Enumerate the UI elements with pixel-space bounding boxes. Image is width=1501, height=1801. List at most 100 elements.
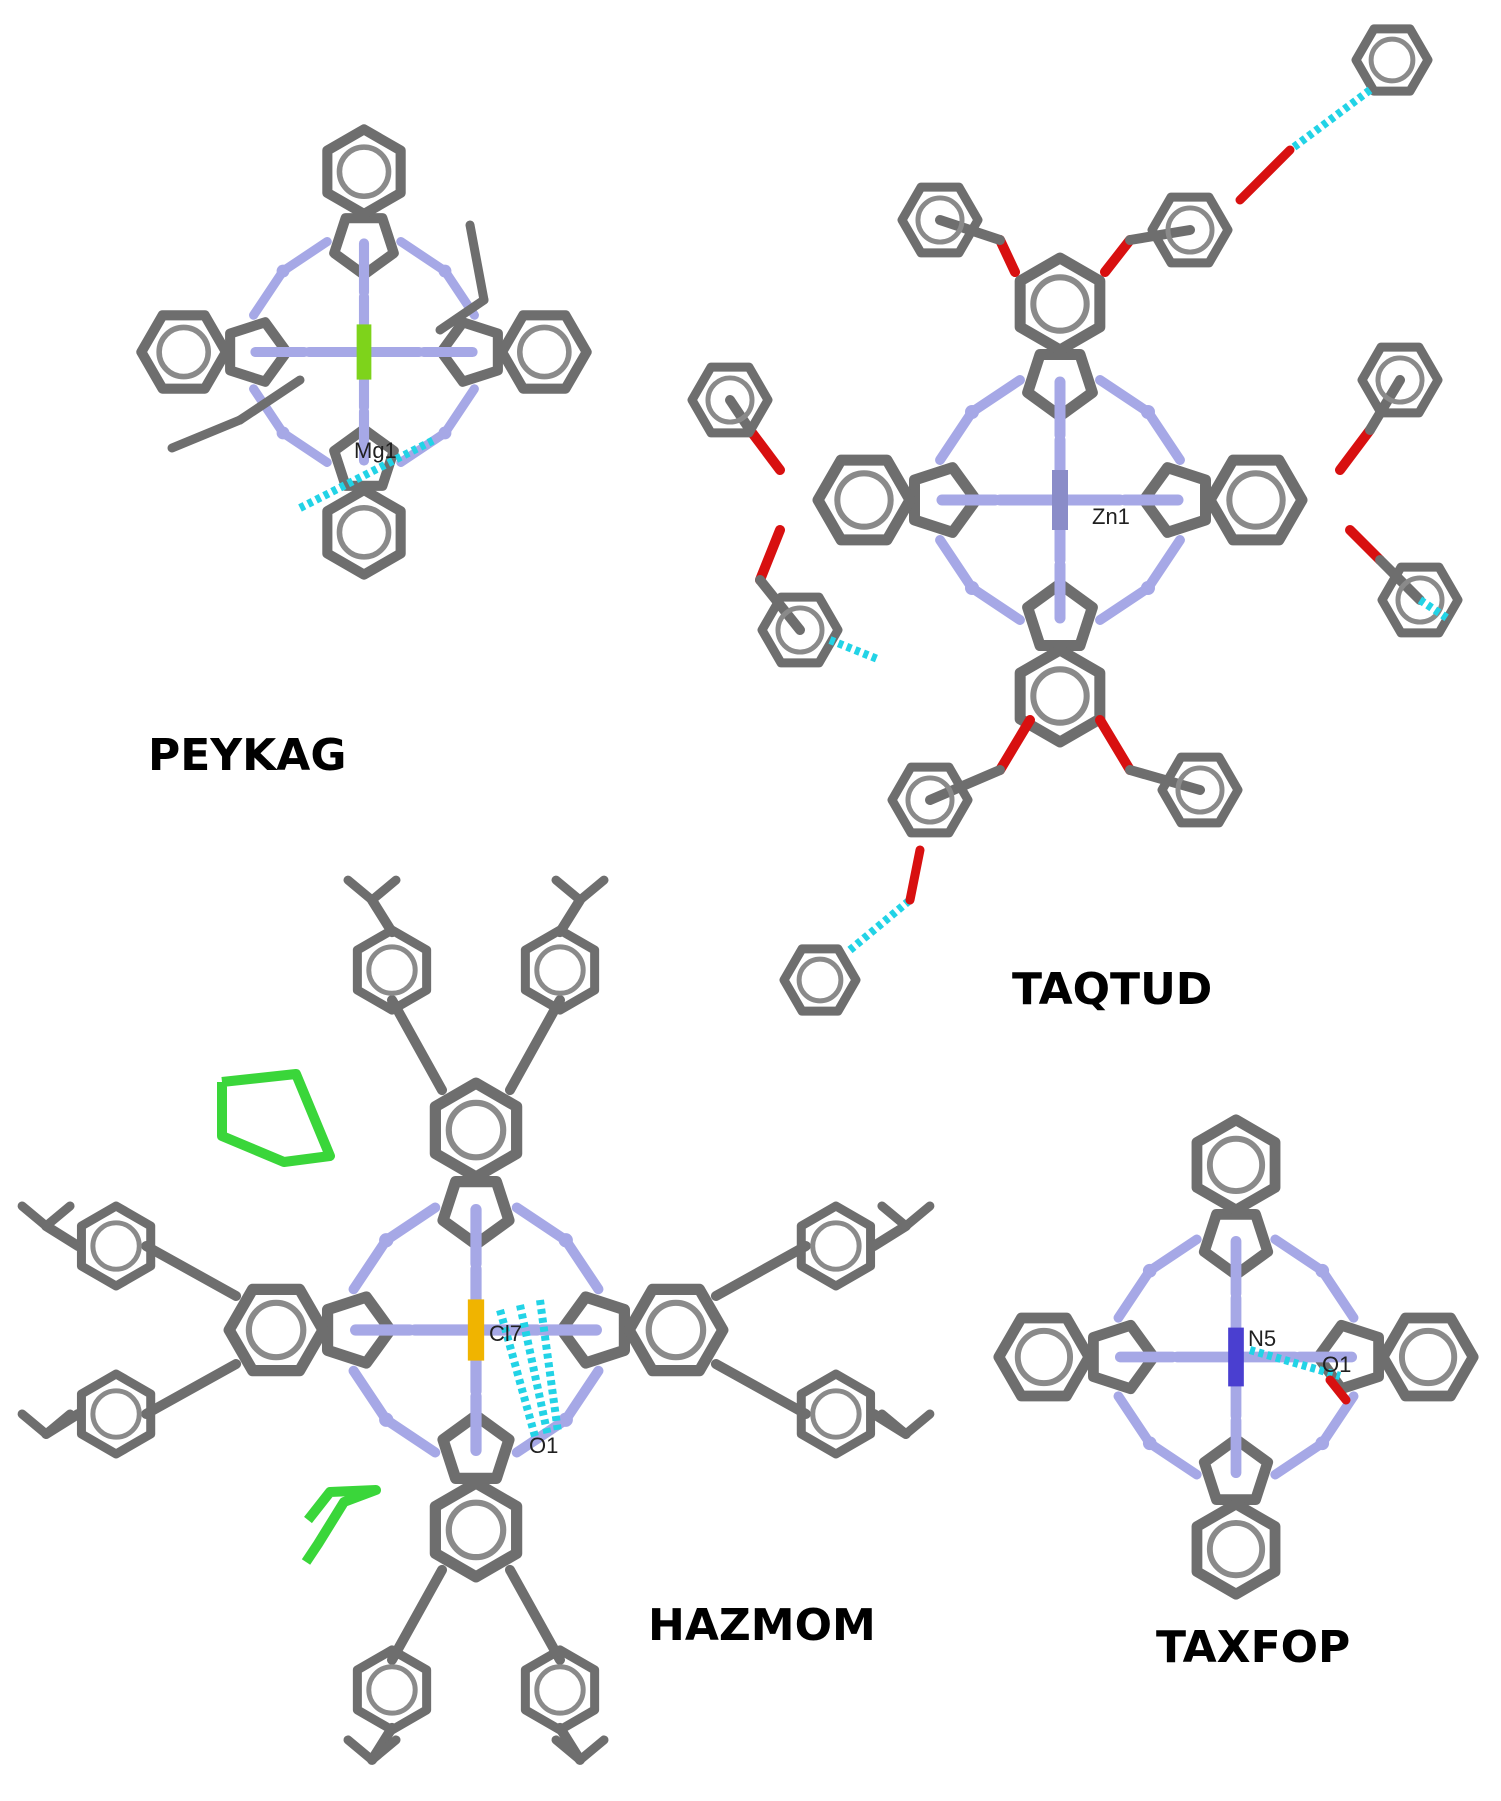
- taqtud-ether-linker-5: [725, 395, 755, 435]
- taqtud-benzo-ring-top-aromatic: [1030, 274, 1090, 334]
- taqtud-pyridine-ring-bottom: [779, 944, 861, 1016]
- taxfop-benzo-ring-bottom: [1191, 1498, 1281, 1600]
- hazmom-meso-bond-b-0: [560, 1235, 604, 1295]
- taqtud-benzo-ring-bottom: [1014, 644, 1106, 748]
- hazmom-benzo-ring-top: [429, 1077, 523, 1183]
- hazmom-tbutyl-branch-b-bottom-1: [343, 1735, 377, 1765]
- taqtud-benzo-ring-right: [1204, 454, 1308, 546]
- taqtud-meso-bond-b-0: [1143, 407, 1185, 465]
- hazmom-tbutyl-branch-a-bottom-0: [575, 1735, 609, 1765]
- peykag-axial-ligand-4: [167, 415, 245, 453]
- taxfop-meso-bond-b-2: [1113, 1391, 1155, 1449]
- hazmom-aryl-ring-right-0-aromatic: [810, 1220, 862, 1272]
- hazmom-aryl-ring-top-0-aromatic: [366, 944, 418, 996]
- peykag-benzo-ring-bottom: [322, 484, 406, 580]
- peykag-axial-ligand-1: [435, 295, 489, 335]
- hazmom-tbutyl-branch-b-right-0: [877, 1201, 911, 1231]
- hazmom-tbutyl-branch-b-right-1: [877, 1409, 911, 1439]
- hazmom-h-bond-1: [496, 1308, 540, 1442]
- hazmom-aryl-ring-right-1-aromatic: [810, 1388, 862, 1440]
- taxfop-oxygen: [1325, 1375, 1351, 1405]
- taqtud-meso-bond-b-2: [935, 535, 977, 593]
- taqtud-phenoxy-ring-5-aromatic: [705, 375, 755, 425]
- taqtud-phenoxy-ring-1: [897, 182, 983, 258]
- hazmom-tbutyl-branch-b-top-1: [551, 875, 585, 905]
- hazmom-aryl-bond-top-0: [387, 995, 447, 1096]
- taqtud-ether-oxygen-2: [1100, 235, 1135, 277]
- taxfop-meso-bond-a-3: [1144, 1234, 1202, 1276]
- hazmom-h-bond-2: [516, 1304, 552, 1437]
- hazmom-aryl-bond-bottom-0: [505, 1564, 565, 1665]
- taqtud-phenoxy-ring-3-aromatic: [1375, 355, 1425, 405]
- taxfop-structure: [993, 1114, 1479, 1600]
- taxfop-benzo-ring-right-aromatic: [1398, 1327, 1458, 1387]
- hazmom-tbutyl-branch-b-left-0: [17, 1409, 51, 1439]
- hazmom-metal-atom: [467, 1299, 485, 1361]
- taqtud-carbonyl-top: [1235, 145, 1295, 205]
- hazmom-atom-label-2: O1: [529, 1433, 558, 1458]
- hazmom-benzo-ring-top-aromatic: [445, 1099, 507, 1161]
- hazmom-aryl-ring-top-1: [520, 925, 600, 1015]
- taqtud-ether-oxygen-4: [1345, 525, 1385, 565]
- hazmom-tbutyl-branch-a-bottom-1: [367, 1735, 401, 1765]
- taqtud-benzo-ring-top: [1014, 252, 1106, 356]
- taqtud-phenoxy-ring-3: [1357, 342, 1443, 418]
- hazmom-tbutyl-branch-a-left-1: [41, 1201, 75, 1231]
- peykag-benzo-ring-top: [322, 124, 406, 220]
- hazmom-aryl-bond-right-1: [710, 1359, 811, 1419]
- hazmom-meso-bond-a-2: [381, 1414, 441, 1458]
- taqtud-benzo-ring-bottom-aromatic: [1030, 666, 1090, 726]
- hazmom-tbutyl-stem-right-0: [868, 1221, 911, 1251]
- hazmom-aryl-ring-bottom-0-aromatic: [534, 1664, 586, 1716]
- hazmom-aryl-ring-top-1-aromatic: [534, 944, 586, 996]
- taqtud-phenoxy-ring-2-aromatic: [1165, 205, 1215, 255]
- taqtud-ether-linker-7: [925, 765, 1005, 805]
- hazmom-benzo-ring-bottom-aromatic: [445, 1499, 507, 1561]
- hazmom-tbutyl-stem-top-1: [555, 895, 585, 938]
- hazmom-benzo-ring-right-aromatic: [645, 1299, 707, 1361]
- hazmom-aryl-bond-top-1: [505, 995, 565, 1096]
- taxfop-atom-label-1: N5: [1248, 1326, 1276, 1351]
- taxfop-caption: TAXFOP: [1156, 1622, 1350, 1673]
- peykag-benzo-ring-bottom-aromatic: [336, 504, 392, 560]
- hazmom-aryl-ring-bottom-1-aromatic: [366, 1664, 418, 1716]
- hazmom-meso-bond-b-1: [560, 1365, 604, 1425]
- hazmom-tbutyl-branch-b-bottom-0: [551, 1735, 585, 1765]
- hazmom-h-bond-3: [536, 1299, 562, 1433]
- taqtud-ether-oxygen-1: [995, 235, 1020, 277]
- hazmom-benzo-ring-right: [623, 1283, 729, 1377]
- peykag-benzo-ring-top-aromatic: [336, 144, 392, 200]
- taqtud-benzo-ring-left-aromatic: [834, 470, 894, 530]
- taxfop-meso-bond-a-0: [1270, 1234, 1328, 1276]
- taqtud-phenoxy-ring-5: [687, 362, 773, 438]
- taqtud-phenoxy-ring-2: [1147, 192, 1233, 268]
- taqtud-pyridine-ring-bottom-aromatic: [796, 956, 844, 1004]
- hazmom-aryl-ring-left-0-aromatic: [90, 1388, 142, 1440]
- taxfop-meso-bond-b-1: [1317, 1391, 1359, 1449]
- taxfop-benzo-ring-right: [1377, 1312, 1479, 1402]
- taqtud-phenoxy-ring-4-aromatic: [1395, 575, 1445, 625]
- hazmom-meso-bond-a-0: [511, 1202, 571, 1246]
- hazmom-benzo-ring-left: [223, 1283, 329, 1377]
- hazmom-solvent-molecule-2: [301, 1485, 381, 1565]
- hazmom-tbutyl-branch-b-top-0: [343, 875, 377, 905]
- taqtud-phenoxy-ring-1-aromatic: [915, 195, 965, 245]
- taqtud-meso-bond-b-1: [1143, 535, 1185, 593]
- taqtud-phenoxy-ring-6-aromatic: [775, 605, 825, 655]
- taqtud-atom-label: Zn1: [1092, 504, 1130, 529]
- peykag-meso-bond-b-1: [440, 384, 479, 438]
- taqtud-ether-linker-3: [1365, 375, 1405, 435]
- taqtud-ether-oxygen-7: [995, 715, 1035, 775]
- taqtud-meso-bond-b-3: [935, 407, 977, 465]
- peykag-caption: PEYKAG: [148, 730, 346, 781]
- hazmom-benzo-ring-bottom: [429, 1477, 523, 1583]
- taqtud-phenoxy-ring-8: [1157, 752, 1243, 828]
- taqtud-ether-oxygen-6: [755, 525, 785, 585]
- peykag-h-bond: [298, 436, 436, 512]
- hazmom-aryl-bond-left-0: [141, 1359, 242, 1419]
- peykag-atom-label: Mg1: [354, 438, 397, 463]
- peykag-structure: [136, 124, 592, 580]
- hazmom-tbutyl-branch-a-left-0: [41, 1409, 75, 1439]
- hazmom-tbutyl-stem-left-1: [41, 1221, 84, 1251]
- taqtud-phenoxy-ring-6: [757, 592, 843, 668]
